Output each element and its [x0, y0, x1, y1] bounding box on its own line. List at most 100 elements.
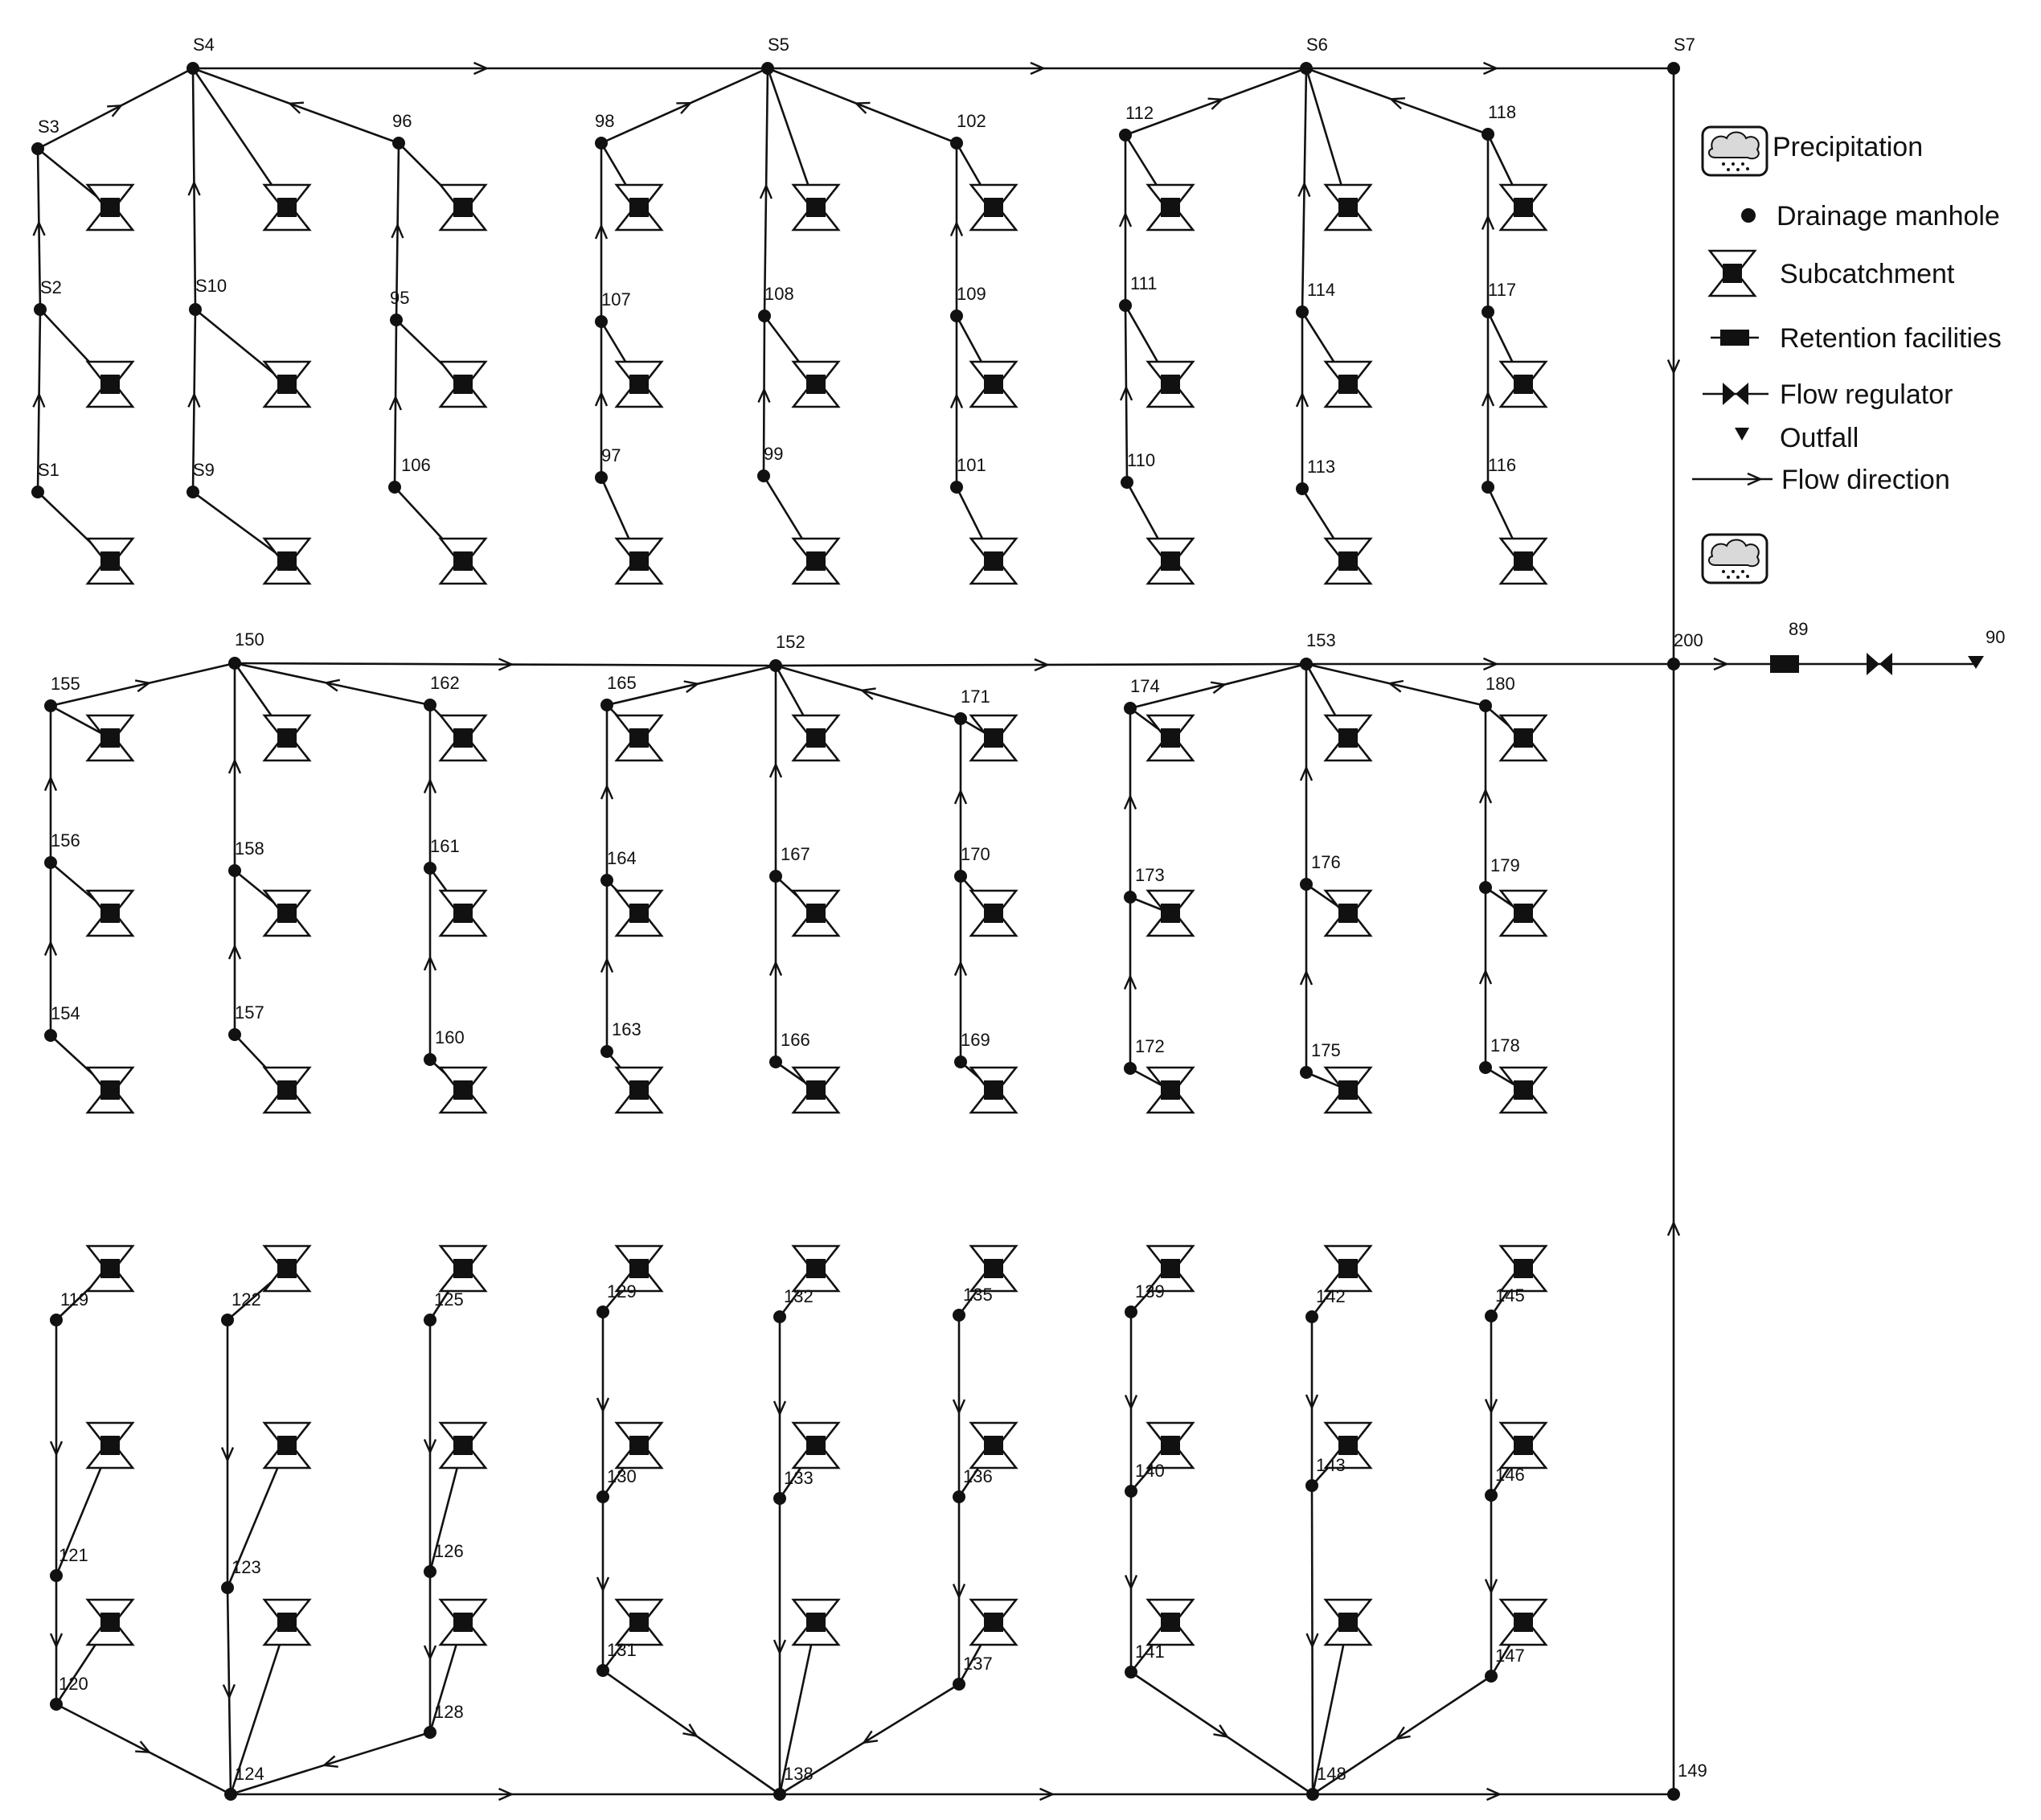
flow-arrow-icon	[220, 1447, 235, 1463]
node-label-n99: 99	[764, 444, 783, 464]
flow-arrow-icon	[49, 1633, 64, 1649]
manhole-n154	[44, 1029, 57, 1042]
subcatchment-icon	[969, 360, 1018, 408]
manhole-n160	[424, 1053, 436, 1066]
flow-arrow-icon	[1210, 681, 1227, 695]
node-label-S10: S10	[195, 276, 227, 296]
manhole-n148	[1306, 1788, 1319, 1801]
pipe-n108-S5	[763, 68, 769, 317]
manhole-n109	[950, 309, 963, 322]
subcatchment-icon	[1146, 889, 1195, 937]
subcatchment-icon	[615, 1066, 663, 1114]
subcatchment-icon	[615, 183, 663, 232]
manhole-n178	[1479, 1061, 1492, 1074]
pipe-n96-S4	[192, 67, 400, 145]
subcatchment-icon	[263, 360, 311, 408]
node-label-n180: 180	[1486, 674, 1515, 694]
node-label-n153: 153	[1306, 630, 1336, 650]
subcatchment-icon	[439, 1066, 487, 1114]
flow-arrow-icon	[1295, 391, 1309, 408]
manhole-n143	[1305, 1479, 1318, 1492]
pipe-n152-n153	[775, 662, 1307, 667]
flow-arrow-icon	[1213, 1724, 1230, 1739]
node-label-n140: 140	[1135, 1461, 1165, 1481]
manhole-n142	[1305, 1310, 1318, 1323]
subcatchment-icon	[615, 537, 663, 585]
node-label-n147: 147	[1495, 1646, 1525, 1666]
pipe-n95-n96	[395, 142, 400, 321]
subcatchment-icon	[263, 1598, 311, 1646]
flow-arrow-icon	[862, 1730, 879, 1744]
manhole-n98	[595, 137, 608, 150]
subcatchment-icon	[792, 714, 840, 762]
flow-arrow-icon	[1483, 61, 1499, 76]
subcatchment-icon	[1324, 889, 1372, 937]
node-label-n117: 117	[1488, 280, 1516, 300]
flow-arrow-icon	[949, 220, 964, 236]
manhole-n171	[954, 712, 967, 725]
flow-arrow-icon	[107, 104, 124, 117]
flow-regulator-icon	[1867, 653, 1892, 675]
manhole-n150	[228, 657, 241, 670]
outfall-legend-icon	[1735, 428, 1749, 441]
node-label-n95: 95	[390, 288, 409, 308]
node-label-n131: 131	[607, 1640, 637, 1660]
manhole-n166	[769, 1056, 782, 1068]
node-label-n133: 133	[784, 1468, 814, 1488]
pipe-n174-n153	[1129, 662, 1307, 710]
node-label-S6: S6	[1306, 35, 1328, 55]
node-label-n154: 154	[51, 1003, 80, 1023]
flow-arrow-icon	[1123, 974, 1137, 990]
pipe-n131-n138	[602, 1669, 781, 1796]
node-label-n111: 111	[1130, 273, 1157, 293]
subcatchment-icon	[86, 1066, 134, 1114]
node-label-n157: 157	[235, 1002, 264, 1023]
manhole-S7	[1667, 62, 1680, 75]
flow-arrow-icon	[423, 777, 437, 793]
node-label-n139: 139	[1135, 1281, 1165, 1301]
flow-arrow-icon	[596, 1576, 610, 1592]
manhole-n153	[1300, 658, 1313, 670]
manhole-n164	[600, 874, 613, 887]
manhole-n101	[950, 481, 963, 494]
flow-arrow-icon	[1123, 793, 1137, 810]
manhole-n169	[954, 1056, 967, 1068]
node-label-n89: 89	[1789, 619, 1808, 639]
flow-arrow-icon	[953, 960, 968, 976]
flow-arrow-icon	[1484, 1399, 1498, 1415]
outfall-icon	[1968, 656, 1984, 669]
node-label-n176: 176	[1311, 852, 1341, 872]
node-label-n178: 178	[1490, 1035, 1520, 1056]
manhole-n180	[1479, 699, 1492, 712]
flow-arrow-icon	[1666, 1220, 1681, 1236]
node-label-n102: 102	[957, 111, 986, 131]
manhole-n108	[758, 309, 771, 322]
flow-arrow-icon	[1388, 96, 1405, 110]
pipe-n123-n124	[226, 1587, 232, 1795]
subcatchment-icon	[439, 1421, 487, 1470]
manhole-n170	[954, 870, 967, 883]
node-label-n143: 143	[1316, 1455, 1346, 1475]
pipe-n171-n152	[775, 664, 961, 720]
flow-arrow-icon	[1119, 385, 1133, 401]
subcatchment-link-S9	[192, 490, 288, 563]
subcatchment-icon	[792, 360, 840, 408]
subcatchment-icon	[1499, 1421, 1547, 1470]
flow-arrow-icon	[768, 762, 783, 778]
flow-arrow-icon	[773, 1400, 787, 1416]
flow-arrow-icon	[1299, 765, 1314, 781]
subcatchment-icon	[439, 537, 487, 585]
manhole-n123	[221, 1581, 234, 1594]
flow-arrow-icon	[323, 678, 341, 692]
pipe-S10-S4	[191, 68, 197, 310]
node-label-n118: 118	[1488, 102, 1516, 122]
node-label-n120: 120	[59, 1674, 88, 1694]
node-label-S1: S1	[38, 460, 59, 480]
legend-manhole-label: Drainage manhole	[1777, 201, 2000, 232]
flow-arrow-icon	[32, 220, 46, 236]
subcatchment-icon	[1324, 1598, 1372, 1646]
subcatchment-icon	[792, 537, 840, 585]
flow-arrow-icon	[952, 1584, 966, 1600]
flow-arrow-icon	[423, 1439, 437, 1455]
